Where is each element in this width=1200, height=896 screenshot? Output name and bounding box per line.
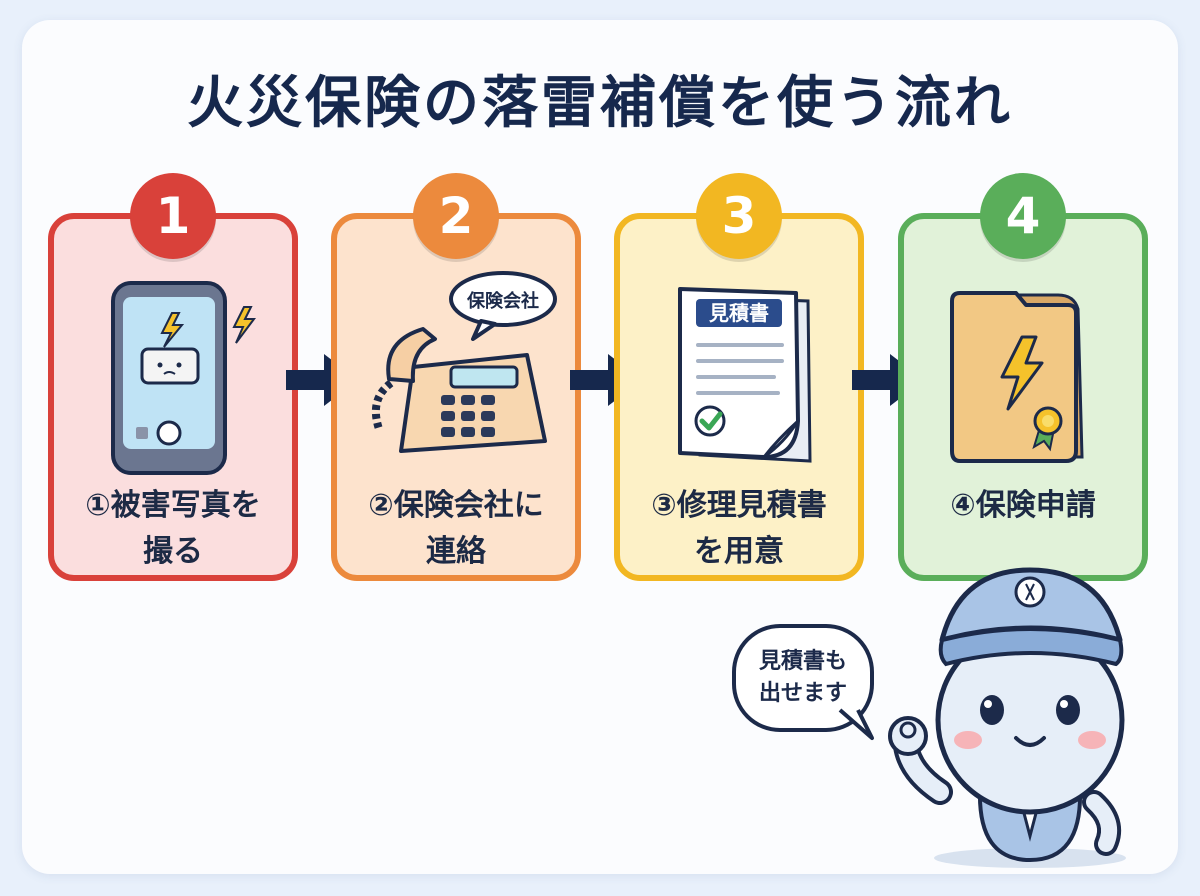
page-title: 火災保険の落雷補償を使う流れ [187, 71, 1013, 136]
insurance-folder-icon [950, 291, 1084, 463]
step-number-badge: 3 [696, 173, 782, 259]
step-1-card: 1 ①被害写真を 撮る [48, 173, 298, 581]
step-label: ③修理見積書 を用意 [614, 483, 864, 575]
step-number-badge: 4 [980, 173, 1066, 259]
step-label: ④保険申請 [898, 483, 1148, 529]
estimate-document-icon: 見積書 [678, 287, 812, 463]
step-4-card: 4 ④保険申請 [898, 173, 1148, 581]
speech-bubble-tail [838, 708, 874, 740]
smartphone-camera-icon [111, 281, 256, 475]
document-title-text: 見積書 [709, 301, 769, 325]
step-number-badge: 2 [413, 173, 499, 259]
step-label: ①被害写真を 撮る [48, 483, 298, 575]
step-label-line2: 撮る [143, 534, 203, 569]
telephone-icon: 保険会社 [372, 271, 557, 453]
speech-bubble-text: 保険会社 [466, 290, 539, 312]
step-label-line1: ④保険申請 [950, 488, 1096, 523]
step-label-line1: ②保険会社に [368, 488, 544, 523]
step-label-line1: ③修理見積書 [651, 488, 827, 523]
step-label-line2: を用意 [694, 534, 784, 569]
mascot-speech-line2: 出せます [758, 681, 847, 706]
step-3-card: 3 見積書 ③修理見積書 を用意 [614, 173, 864, 581]
step-number-badge: 1 [130, 173, 216, 259]
step-label: ②保険会社に 連絡 [331, 483, 581, 575]
step-label-line1: ①被害写真を [85, 488, 261, 523]
step-label-line2: 連絡 [426, 534, 486, 569]
step-2-card: 2 保険会社 ②保険会社に 連絡 [331, 173, 581, 581]
mascot-character [888, 567, 1126, 868]
mascot-speech-line1: 見積書も [758, 649, 847, 674]
